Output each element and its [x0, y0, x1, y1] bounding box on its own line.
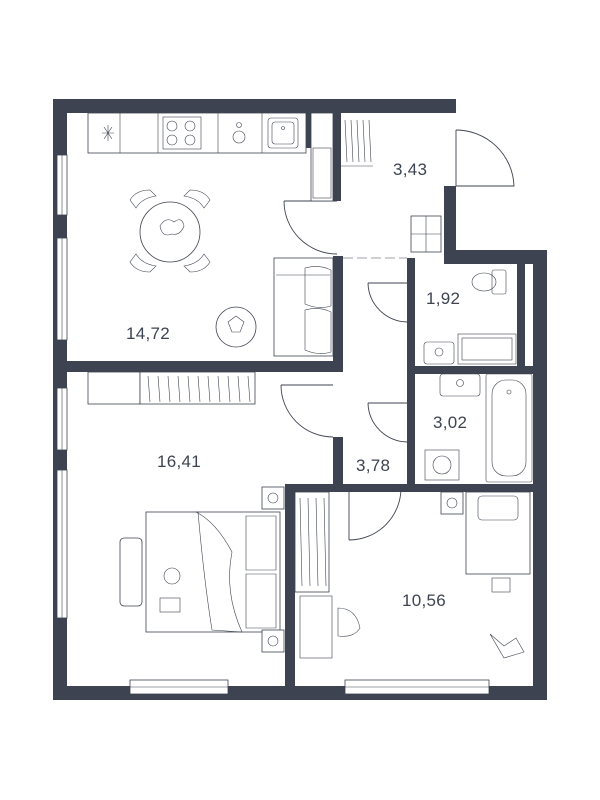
washbasin-icon [423, 341, 455, 365]
room-labels: 14,72 3,43 1,92 16,41 3,78 3,02 10,56 [126, 160, 467, 610]
double-bed-icon [145, 511, 281, 633]
plant-icon [215, 306, 257, 348]
bathroom-sink-icon [439, 373, 481, 397]
desk-icon [299, 595, 361, 659]
toilet-furniture [423, 269, 517, 365]
wardrobe-furniture [341, 119, 442, 253]
cooktop-icon [162, 116, 202, 150]
faucet-icon [232, 122, 246, 144]
bathtub-icon [485, 373, 533, 483]
single-bed-icon [465, 491, 531, 575]
room-area-hallway: 3,78 [356, 456, 390, 475]
windows [56, 154, 490, 695]
bedroom-furniture [294, 491, 531, 659]
room-area-living-room: 16,41 [157, 452, 201, 471]
room-area-bathroom: 3,02 [433, 413, 467, 432]
doors [280, 129, 515, 541]
nightstand-icon [261, 486, 285, 653]
hood-icon [102, 125, 114, 141]
room-area-kitchen: 14,72 [126, 324, 170, 343]
room-area-wardrobe: 3,43 [393, 160, 427, 179]
sofa-icon [273, 257, 334, 357]
dining-table-icon [129, 189, 211, 273]
room-area-bedroom: 10,56 [402, 591, 446, 610]
bench-icon [119, 537, 143, 607]
washing-machine-icon [424, 449, 460, 481]
toilet-icon [471, 269, 507, 295]
room-area-toilet: 1,92 [426, 289, 460, 308]
living-room-furniture [87, 371, 285, 653]
sink-icon [267, 117, 299, 149]
shoe-rack-icon [410, 215, 442, 253]
bathroom-furniture [424, 373, 533, 483]
kitchen-furniture [87, 112, 334, 357]
